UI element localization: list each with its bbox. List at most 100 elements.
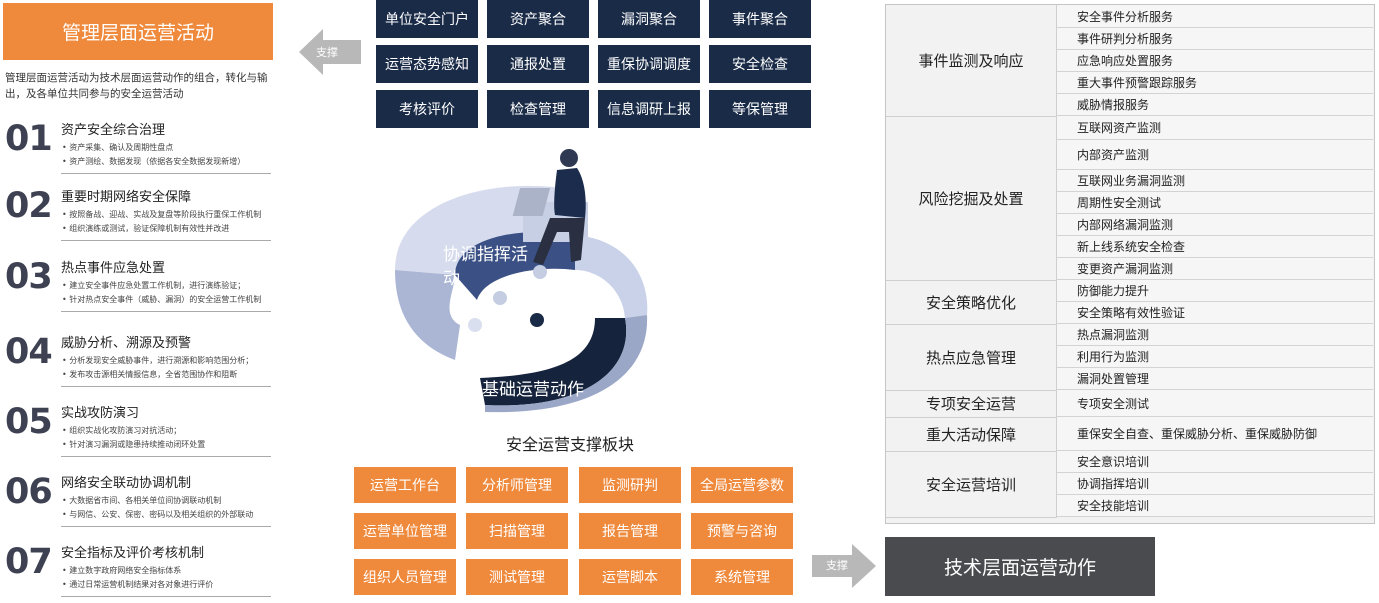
support-arrow-left-icon xyxy=(299,29,361,75)
top-function-box: 资产聚合 xyxy=(487,0,589,38)
item-number: 07 xyxy=(5,542,53,582)
category-cell: 风险挖掘及处置 xyxy=(886,116,1057,281)
management-item: 03 热点事件应急处置建立安全事件应急处置工作机制，进行演练验证；针对热点安全事件… xyxy=(5,255,271,313)
item-bullet: 资产测绘、数据发现（依据各安全数据发现新增） xyxy=(62,155,245,169)
ring-bottom-label: 基础运营动作 xyxy=(482,380,584,400)
item-bullet: 建立安全事件应急处置工作机制，进行演练验证； xyxy=(62,279,261,293)
item-divider xyxy=(61,526,271,527)
top-function-box: 检查管理 xyxy=(487,90,589,128)
bottom-function-box: 运营脚本 xyxy=(579,559,681,595)
technical-header: 技术层面运营动作 xyxy=(885,537,1155,596)
service-cell: 事件研判分析服务 xyxy=(1057,28,1373,50)
service-cell: 安全意识培训 xyxy=(1057,451,1373,473)
service-cell: 变更资产漏洞监测 xyxy=(1057,258,1373,280)
bottom-function-box: 系统管理 xyxy=(691,559,793,595)
item-bullet: 建立数字政府网络安全指标体系 xyxy=(62,564,213,578)
item-title: 重要时期网络安全保障 xyxy=(61,190,192,205)
service-cell: 威胁情报服务 xyxy=(1057,94,1373,116)
bottom-function-box: 组织人员管理 xyxy=(354,559,456,595)
category-cell: 热点应急管理 xyxy=(886,324,1057,391)
support-label-right: 支撑 xyxy=(826,559,848,572)
item-title: 网络安全联动协调机制 xyxy=(61,476,192,491)
item-title: 威胁分析、溯源及预警 xyxy=(61,336,192,351)
item-bullet: 针对演习漏洞或隐患持续推动闭环处置 xyxy=(62,438,205,452)
bottom-function-box: 扫描管理 xyxy=(466,513,568,549)
item-bullets: 建立数字政府网络安全指标体系通过日常运营机制结果对各对象进行评价 xyxy=(62,564,213,592)
top-function-box: 运营态势感知 xyxy=(376,45,478,83)
category-cell: 专项安全运营 xyxy=(886,390,1057,418)
ring-illustration xyxy=(395,149,648,413)
service-cell: 互联网业务漏洞监测 xyxy=(1057,170,1373,192)
service-cell: 专项安全测试 xyxy=(1057,390,1373,417)
management-item: 07安全指标及评价考核机制建立数字政府网络安全指标体系通过日常运营机制结果对各对… xyxy=(5,540,271,598)
support-module-title: 安全运营支撑板块 xyxy=(505,435,634,454)
item-bullet: 针对热点安全事件（威胁、漏洞）的安全运营工作机制 xyxy=(62,293,261,307)
management-description: 管理层面运营活动为技术层面运营动作的组合，转化与输出，及各单位共同参与的安全运营… xyxy=(5,72,268,100)
bottom-function-box: 报告管理 xyxy=(579,513,681,549)
service-cell: 内部资产监测 xyxy=(1057,140,1373,170)
item-title: 安全指标及评价考核机制 xyxy=(61,546,205,561)
item-bullets: 大数据省市间、各相关单位间协调联动机制与网信、公安、保密、密码以及相关组织的外部… xyxy=(62,494,253,522)
item-bullets: 建立安全事件应急处置工作机制，进行演练验证；针对热点安全事件（威胁、漏洞）的安全… xyxy=(62,279,261,307)
management-item: 02 重要时期网络安全保障按照备战、迎战、实战及复盘等阶段执行重保工作机制组织演练… xyxy=(5,184,271,242)
service-cell: 安全技能培训 xyxy=(1057,495,1373,517)
item-number: 06 xyxy=(5,472,53,512)
technical-services-table: 安全事件分析服务事件研判分析服务应急响应处置服务重大事件预警跟踪服务威胁情报服务… xyxy=(885,4,1375,524)
service-cell: 互联网资产监测 xyxy=(1057,116,1373,140)
category-cell: 安全策略优化 xyxy=(886,280,1057,325)
item-bullets: 分析发现安全威胁事件，进行溯源和影响范围分析；发布攻击源相关情报信息，全省范围协… xyxy=(62,354,253,382)
item-bullet: 通过日常运营机制结果对各对象进行评价 xyxy=(62,578,213,592)
service-cell: 重保安全自查、重保威胁分析、重保威胁防御 xyxy=(1057,417,1373,451)
item-bullet: 组织实战化攻防演习对抗活动； xyxy=(62,424,205,438)
item-title: 资产安全综合治理 xyxy=(61,123,166,138)
top-function-box: 事件聚合 xyxy=(709,0,811,38)
item-bullet: 组织演练或测试，验证保障机制有效性并改进 xyxy=(62,222,261,236)
category-cell: 安全运营培训 xyxy=(886,451,1057,518)
item-title: 热点事件应急处置 xyxy=(61,261,166,276)
management-item: 06 网络安全联动协调机制大数据省市间、各相关单位间协调联动机制与网信、公安、保密… xyxy=(5,470,271,528)
top-function-box: 单位安全门户 xyxy=(376,0,478,38)
item-bullet: 大数据省市间、各相关单位间协调联动机制 xyxy=(62,494,253,508)
service-cell: 安全事件分析服务 xyxy=(1057,5,1373,28)
top-function-box: 重保协调调度 xyxy=(598,45,700,83)
service-cell: 协调指挥培训 xyxy=(1057,473,1373,495)
category-cell: 重大活动保障 xyxy=(886,417,1057,452)
item-number: 03 xyxy=(5,257,53,297)
bottom-function-box: 监测研判 xyxy=(579,467,681,503)
bottom-function-box: 分析师管理 xyxy=(466,467,568,503)
item-number: 05 xyxy=(5,402,53,442)
item-divider xyxy=(61,386,271,387)
ring-top-label: 协调指挥活动 xyxy=(443,245,528,289)
item-number: 02 xyxy=(5,186,53,226)
support-label-left: 支撑 xyxy=(316,46,338,59)
service-cell: 内部网络漏洞监测 xyxy=(1057,214,1373,236)
item-number: 01 xyxy=(5,119,53,159)
top-function-box: 等保管理 xyxy=(709,90,811,128)
bottom-function-box: 测试管理 xyxy=(466,559,568,595)
service-cell: 热点漏洞监测 xyxy=(1057,324,1373,346)
item-divider xyxy=(61,311,271,312)
service-cell: 新上线系统安全检查 xyxy=(1057,236,1373,258)
bottom-function-box: 运营工作台 xyxy=(354,467,456,503)
category-cell: 事件监测及响应 xyxy=(886,5,1057,117)
item-bullet: 分析发现安全威胁事件，进行溯源和影响范围分析； xyxy=(62,354,253,368)
item-bullet: 按照备战、迎战、实战及复盘等阶段执行重保工作机制 xyxy=(62,208,261,222)
bottom-function-box: 运营单位管理 xyxy=(354,513,456,549)
service-cell: 安全策略有效性验证 xyxy=(1057,302,1373,324)
item-bullets: 按照备战、迎战、实战及复盘等阶段执行重保工作机制组织演练或测试，验证保障机制有效… xyxy=(62,208,261,236)
management-item: 05实战攻防演习组织实战化攻防演习对抗活动；针对演习漏洞或隐患持续推动闭环处置 xyxy=(5,400,271,458)
bottom-function-box: 预警与咨询 xyxy=(691,513,793,549)
item-bullet: 与网信、公安、保密、密码以及相关组织的外部联动 xyxy=(62,508,253,522)
top-function-box: 信息调研上报 xyxy=(598,90,700,128)
item-divider xyxy=(61,596,271,597)
management-item: 01 资产安全综合治理资产采集、确认及周期性盘点资产测绘、数据发现（依据各安全数据… xyxy=(5,117,271,175)
item-number: 04 xyxy=(5,332,53,372)
item-bullet: 资产采集、确认及周期性盘点 xyxy=(62,141,245,155)
service-cell: 防御能力提升 xyxy=(1057,280,1373,302)
top-function-box: 安全检查 xyxy=(709,45,811,83)
support-arrow-right-icon xyxy=(812,544,876,588)
item-divider xyxy=(61,173,271,174)
item-bullets: 资产采集、确认及周期性盘点资产测绘、数据发现（依据各安全数据发现新增） xyxy=(62,141,245,169)
item-divider xyxy=(61,456,271,457)
service-cell: 周期性安全测试 xyxy=(1057,192,1373,214)
